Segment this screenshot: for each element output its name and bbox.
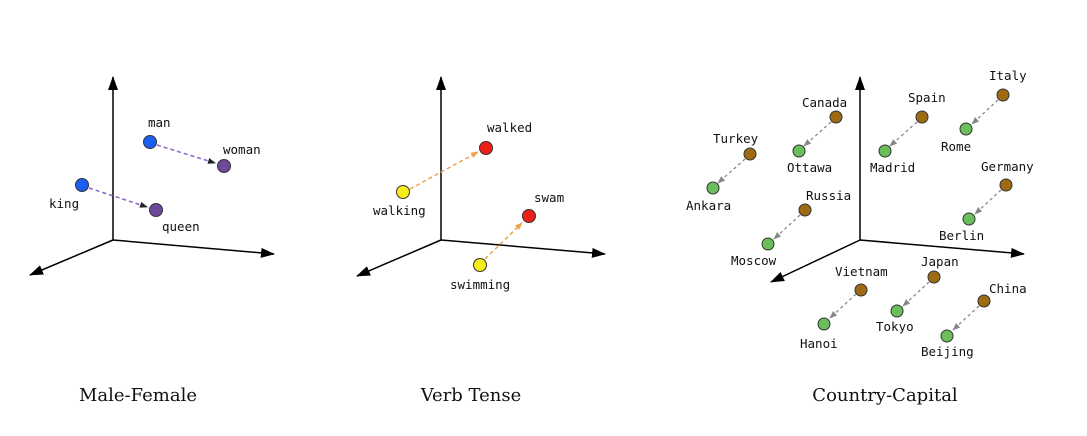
point-ankara xyxy=(706,181,720,195)
point-italy xyxy=(996,88,1010,102)
axis-y xyxy=(29,239,114,276)
axis-x xyxy=(440,239,606,258)
point-turkey xyxy=(743,147,757,161)
point-russia xyxy=(798,203,812,217)
point-walked xyxy=(479,141,493,155)
arrow-walking-walked xyxy=(409,151,479,190)
label-madrid: Madrid xyxy=(870,160,915,175)
arrow-king-queen xyxy=(88,187,148,208)
panel-male-female: man woman king queen Male-Female xyxy=(29,76,275,406)
label-beijing: Beijing xyxy=(921,344,974,359)
panel-verb-tense: walking walked swimming swam Verb Tense xyxy=(356,76,606,406)
axes xyxy=(356,76,606,277)
point-ottawa xyxy=(792,144,806,158)
label-tokyo: Tokyo xyxy=(876,319,914,334)
caption-verb-tense: Verb Tense xyxy=(420,385,522,406)
label-italy: Italy xyxy=(989,68,1027,83)
label-china: China xyxy=(989,281,1027,296)
label-berlin: Berlin xyxy=(939,228,984,243)
point-spain xyxy=(915,110,929,124)
point-woman xyxy=(217,159,231,173)
label-hanoi: Hanoi xyxy=(800,336,838,351)
label-turkey: Turkey xyxy=(713,131,759,146)
point-swam xyxy=(522,209,536,223)
axes xyxy=(29,76,275,276)
point-beijing xyxy=(940,329,954,343)
label-canada: Canada xyxy=(802,95,847,110)
point-vietnam xyxy=(854,283,868,297)
arrow-canada-ottawa xyxy=(803,121,832,147)
label-ankara: Ankara xyxy=(686,198,731,213)
caption-male-female: Male-Female xyxy=(79,385,197,406)
arrow-man-woman xyxy=(156,144,216,164)
point-germany xyxy=(999,178,1013,192)
point-canada xyxy=(829,110,843,124)
point-china xyxy=(977,294,991,308)
arrow-italy-rome xyxy=(971,99,999,125)
point-tokyo xyxy=(890,304,904,318)
arrow-japan-tokyo xyxy=(902,281,930,307)
label-vietnam: Vietnam xyxy=(835,264,888,279)
arrow-spain-madrid xyxy=(889,121,918,147)
label-rome: Rome xyxy=(941,139,971,154)
panel-country-capital: Canada Ottawa Spain Madrid Italy Rome Tu… xyxy=(686,68,1034,406)
point-man xyxy=(143,135,157,149)
capital-arrows xyxy=(717,99,1002,331)
point-queen xyxy=(149,203,163,217)
axis-y xyxy=(770,239,861,283)
label-queen: queen xyxy=(162,219,200,234)
label-woman: woman xyxy=(223,142,261,157)
label-spain: Spain xyxy=(908,90,946,105)
label-japan: Japan xyxy=(921,254,959,269)
label-moscow: Moscow xyxy=(731,253,777,268)
label-germany: Germany xyxy=(981,159,1034,174)
arrow-swimming-swam xyxy=(484,222,523,260)
point-berlin xyxy=(962,212,976,226)
label-walking: walking xyxy=(373,203,426,218)
arrow-turkey-ankara xyxy=(717,158,746,184)
label-king: king xyxy=(49,196,79,211)
arrow-germany-berlin xyxy=(974,189,1002,215)
arrow-russia-moscow xyxy=(773,214,801,240)
point-madrid xyxy=(878,144,892,158)
arrow-china-beijing xyxy=(952,305,980,331)
label-swam: swam xyxy=(534,190,564,205)
point-king xyxy=(75,178,89,192)
point-hanoi xyxy=(817,317,831,331)
caption-country-capital: Country-Capital xyxy=(812,385,958,406)
label-man: man xyxy=(148,115,171,130)
point-moscow xyxy=(761,237,775,251)
point-walking xyxy=(396,185,410,199)
axis-x xyxy=(112,239,275,258)
arrow-vietnam-hanoi xyxy=(829,293,857,319)
point-swimming xyxy=(473,258,487,272)
label-ottawa: Ottawa xyxy=(787,160,832,175)
label-russia: Russia xyxy=(806,188,851,203)
label-swimming: swimming xyxy=(450,277,510,292)
axis-x xyxy=(859,239,1025,258)
point-japan xyxy=(927,270,941,284)
point-rome xyxy=(959,122,973,136)
axis-y xyxy=(356,239,442,277)
label-walked: walked xyxy=(487,120,532,135)
axes xyxy=(770,76,1025,283)
